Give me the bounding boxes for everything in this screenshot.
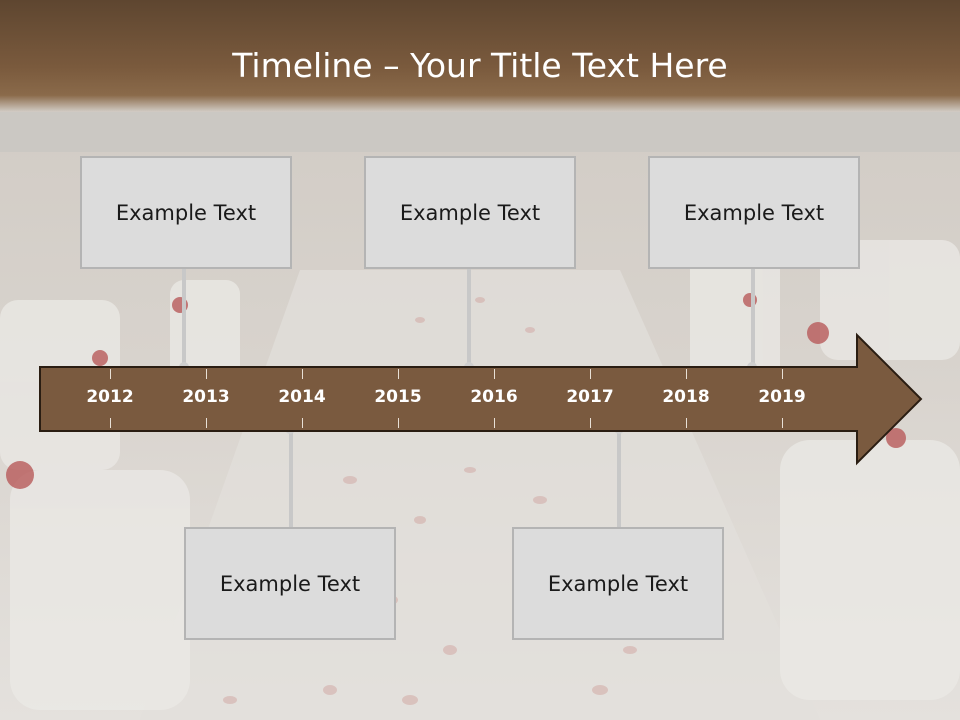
- connector-line: [751, 268, 755, 366]
- year-tick: [590, 369, 591, 379]
- year-tick: [398, 418, 399, 428]
- timeline-text-box[interactable]: Example Text: [364, 156, 576, 269]
- year-tick: [782, 418, 783, 428]
- year-tick: [110, 418, 111, 428]
- year-tick: [302, 369, 303, 379]
- year-label: 2017: [566, 387, 614, 407]
- year-label: 2015: [374, 387, 422, 407]
- year-tick: [398, 369, 399, 379]
- title-banner: [0, 0, 960, 112]
- slide-title: Timeline – Your Title Text Here: [232, 46, 728, 85]
- year-tick: [302, 418, 303, 428]
- year-label: 2019: [758, 387, 806, 407]
- connector-line: [182, 268, 186, 366]
- timeline-text-box[interactable]: Example Text: [648, 156, 860, 269]
- year-label: 2016: [470, 387, 518, 407]
- year-tick: [686, 369, 687, 379]
- connector-line: [289, 430, 293, 528]
- connector-line: [617, 430, 621, 528]
- year-tick: [494, 418, 495, 428]
- year-label: 2018: [662, 387, 710, 407]
- year-tick: [110, 369, 111, 379]
- year-label: 2012: [86, 387, 134, 407]
- year-tick: [206, 369, 207, 379]
- year-tick: [782, 369, 783, 379]
- year-tick: [206, 418, 207, 428]
- year-tick: [494, 369, 495, 379]
- timeline-text-box[interactable]: Example Text: [184, 527, 396, 640]
- year-label: 2014: [278, 387, 326, 407]
- year-label: 2013: [182, 387, 230, 407]
- connector-line: [467, 268, 471, 366]
- year-tick: [686, 418, 687, 428]
- timeline-text-box[interactable]: Example Text: [512, 527, 724, 640]
- year-tick: [590, 418, 591, 428]
- timeline-text-box[interactable]: Example Text: [80, 156, 292, 269]
